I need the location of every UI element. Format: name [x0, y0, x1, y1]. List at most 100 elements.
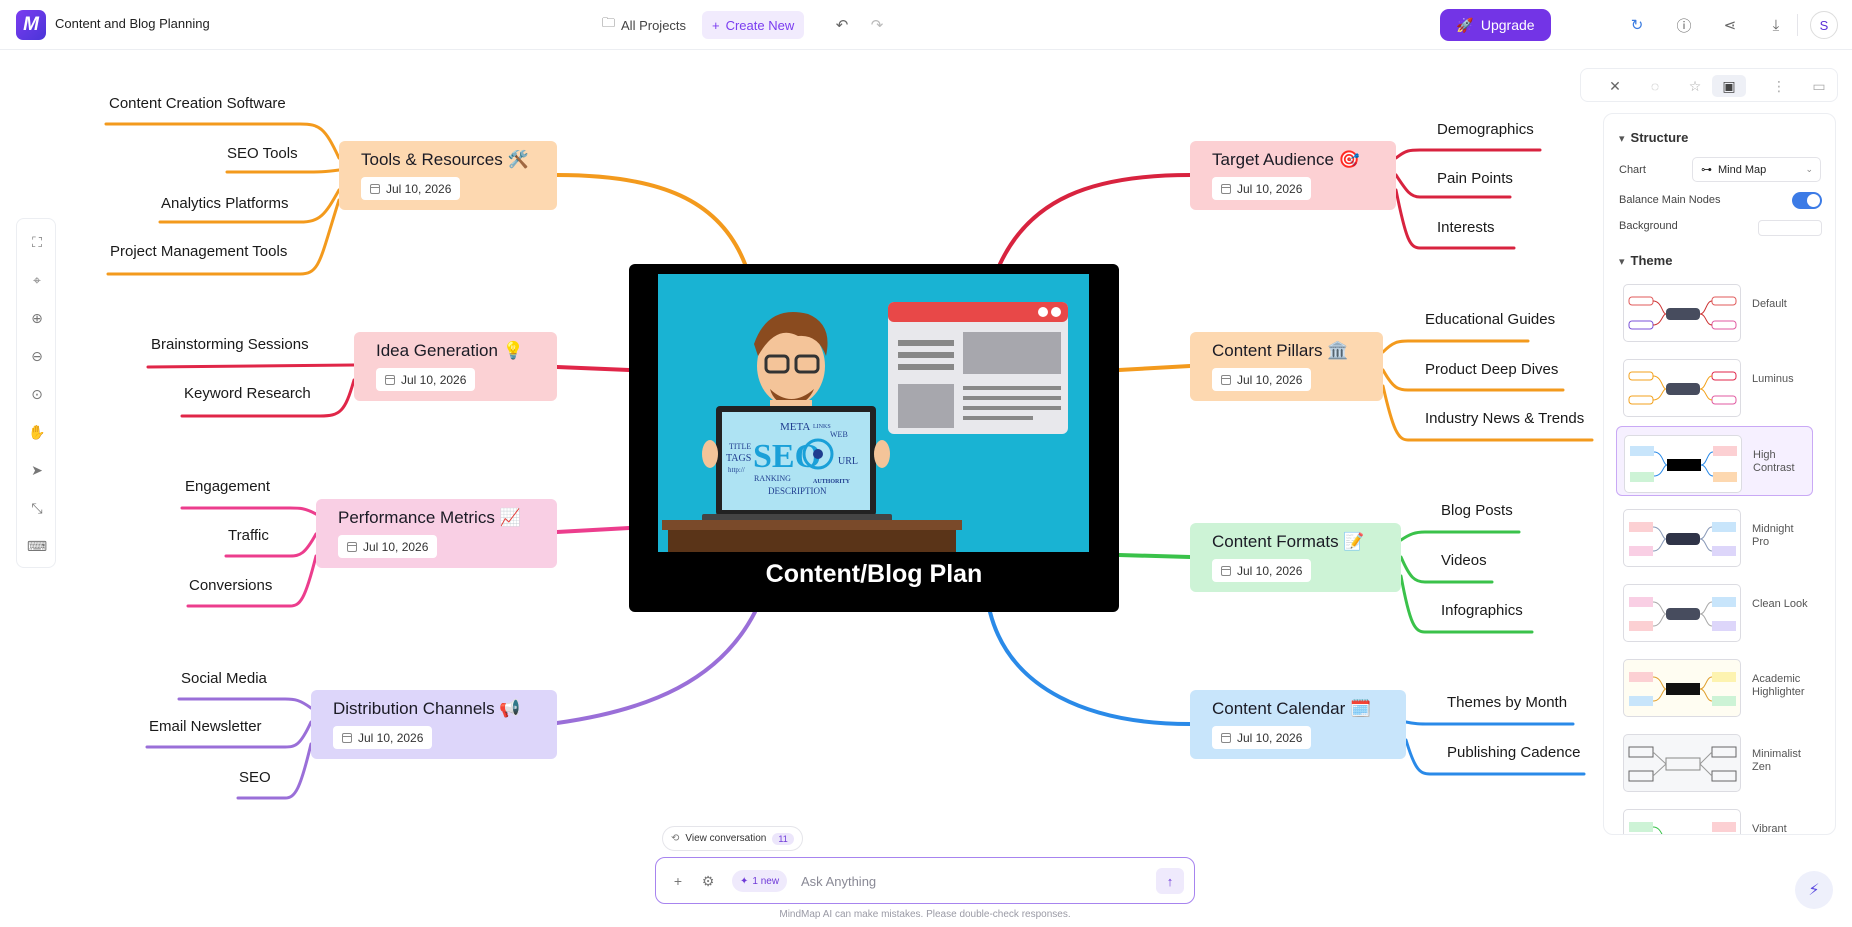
pointer-select-icon[interactable]: ➤ — [31, 461, 43, 478]
branch-link — [180, 378, 356, 418]
theme-clean-look[interactable]: Clean Look — [1616, 576, 1813, 646]
theme-name: Clean Look — [1752, 598, 1808, 610]
document-title[interactable]: Content and Blog Planning — [55, 16, 210, 31]
theme-default[interactable]: Default — [1616, 276, 1813, 346]
zoom-out-icon[interactable]: ⊖ — [31, 347, 43, 364]
layout-style-icon[interactable]: ▣ — [1712, 75, 1746, 97]
calendar-icon — [1221, 565, 1231, 576]
leaf-node[interactable]: Traffic — [228, 527, 269, 544]
main-node-idea-generation[interactable]: Idea Generation 💡 Jul 10, 2026 — [354, 332, 557, 401]
leaf-node[interactable]: Social Media — [181, 670, 267, 687]
leaf-node[interactable]: Demographics — [1437, 121, 1534, 138]
main-node-tools-resources[interactable]: Tools & Resources 🛠️ Jul 10, 2026 — [339, 141, 557, 210]
theme-midnight-pro[interactable]: Midnight Pro — [1616, 501, 1813, 571]
balance-toggle[interactable] — [1792, 192, 1822, 209]
branch-link — [1404, 720, 1575, 726]
fit-screen-icon[interactable]: ⛶ — [32, 233, 42, 250]
ask-anything-input[interactable] — [801, 870, 1101, 892]
chart-type-value: Mind Map — [1718, 163, 1767, 176]
seo-word: LINKS — [813, 424, 831, 430]
leaf-node[interactable]: SEO Tools — [227, 145, 298, 162]
theme-name: Luminus — [1752, 373, 1794, 385]
leaf-node[interactable]: Conversions — [189, 577, 273, 594]
background-color-swatch[interactable] — [1758, 220, 1822, 236]
palette-icon[interactable]: ◌ — [1650, 78, 1660, 94]
share-icon[interactable]: ⋖ — [1723, 17, 1737, 34]
all-projects-button[interactable]: 🗀 All Projects — [592, 11, 696, 39]
keyboard-icon[interactable]: ⌨ — [26, 537, 48, 554]
quick-action-button[interactable]: ⚡ — [1795, 871, 1833, 909]
leaf-node[interactable]: Email Newsletter — [149, 718, 262, 735]
settings-sliders-icon[interactable]: ⚙ — [701, 872, 715, 889]
upgrade-button[interactable]: 🚀 Upgrade — [1440, 9, 1551, 41]
theme-name: Minimalist Zen — [1752, 748, 1801, 773]
background-label: Background — [1619, 220, 1678, 232]
theme-luminus[interactable]: Luminus — [1616, 351, 1813, 421]
hand-pan-icon[interactable]: ✋ — [28, 423, 46, 440]
sync-icon[interactable]: ↻ — [1630, 17, 1644, 34]
central-node[interactable]: META LINKS WEB TITLE TAGS SEO URL http:/… — [629, 264, 1119, 612]
main-node-content-formats[interactable]: Content Formats 📝 Jul 10, 2026 — [1190, 523, 1401, 592]
theme-section-title[interactable]: Theme — [1619, 253, 1673, 268]
branch-link — [1394, 173, 1512, 199]
leaf-node[interactable]: Project Management Tools — [110, 243, 288, 260]
collapse-icon[interactable]: ⤡ — [31, 499, 43, 516]
star-icon[interactable]: ☆ — [1688, 77, 1702, 94]
download-icon[interactable]: ⤓ — [1772, 16, 1780, 34]
view-conversation-button[interactable]: ⟲ View conversation 11 — [662, 826, 803, 851]
leaf-node[interactable]: Engagement — [185, 478, 271, 495]
chart-type-select[interactable]: ⊶ Mind Map ⌄ — [1692, 157, 1821, 182]
theme-academic-highlighter[interactable]: Academic Highlighter — [1616, 651, 1813, 721]
structure-section-title[interactable]: Structure — [1619, 130, 1689, 145]
main-node-content-pillars[interactable]: Content Pillars 🏛️ Jul 10, 2026 — [1190, 332, 1383, 401]
node-title: Performance Metrics 📈 — [338, 508, 521, 527]
add-attachment-icon[interactable]: + — [673, 873, 683, 889]
zoom-reset-icon[interactable]: ⊙ — [31, 385, 43, 402]
main-node-content-calendar[interactable]: Content Calendar 🗓️ Jul 10, 2026 — [1190, 690, 1406, 759]
main-node-distribution-channels[interactable]: Distribution Channels 📢 Jul 10, 2026 — [311, 690, 557, 759]
leaf-node[interactable]: Educational Guides — [1425, 311, 1556, 328]
send-button[interactable]: ↑ — [1156, 868, 1184, 894]
leaf-node[interactable]: Industry News & Trends — [1425, 410, 1585, 427]
main-node-target-audience[interactable]: Target Audience 🎯 Jul 10, 2026 — [1190, 141, 1396, 210]
zoom-in-icon[interactable]: ⊕ — [31, 309, 43, 326]
user-avatar[interactable]: S — [1810, 11, 1838, 39]
leaf-node[interactable]: SEO — [239, 769, 271, 786]
ai-disclaimer: MindMap AI can make mistakes. Please dou… — [779, 909, 1071, 920]
seo-word: AUTHORITY — [813, 479, 851, 485]
create-new-button[interactable]: + Create New — [702, 11, 805, 39]
branch-link — [1381, 368, 1565, 392]
leaf-node[interactable]: Blog Posts — [1441, 502, 1513, 519]
leaf-node[interactable]: Product Deep Dives — [1425, 361, 1559, 378]
theme-minimalist-zen[interactable]: Minimalist Zen — [1616, 726, 1813, 796]
leaf-node[interactable]: Keyword Research — [184, 385, 311, 402]
main-node-performance-metrics[interactable]: Performance Metrics 📈 Jul 10, 2026 — [316, 499, 557, 568]
leaf-node[interactable]: Videos — [1441, 552, 1487, 569]
leaf-node[interactable]: Analytics Platforms — [161, 195, 289, 212]
leaf-node[interactable]: Infographics — [1441, 602, 1523, 619]
chat-box: + ⚙ ✦ 1 new ↑ — [655, 857, 1195, 904]
branch-link — [158, 188, 341, 224]
theme-high-contrast[interactable]: High Contrast — [1616, 426, 1813, 496]
folder-icon[interactable]: ▭ — [1812, 77, 1826, 94]
new-message-badge[interactable]: ✦ 1 new — [732, 870, 788, 892]
branch-link — [998, 173, 1192, 266]
leaf-node[interactable]: Themes by Month — [1447, 694, 1568, 711]
tree-icon[interactable]: ⋮ — [1772, 77, 1786, 94]
center-focus-icon[interactable]: ⌖ — [33, 271, 41, 288]
leaf-node[interactable]: Publishing Cadence — [1447, 744, 1581, 761]
help-icon[interactable]: ⓘ — [1676, 17, 1692, 35]
close-icon[interactable]: ✕ — [1609, 77, 1621, 94]
theme-vibrant[interactable]: Vibrant — [1616, 801, 1813, 834]
app-logo[interactable]: M — [16, 10, 46, 40]
undo-icon[interactable]: ↶ — [835, 17, 849, 34]
redo-icon[interactable]: ↷ — [870, 17, 884, 34]
calendar-icon — [385, 374, 395, 385]
leaf-node[interactable]: Pain Points — [1437, 170, 1513, 187]
leaf-node[interactable]: Content Creation Software — [109, 95, 286, 112]
leaf-node[interactable]: Interests — [1437, 219, 1495, 236]
leaf-node[interactable]: Brainstorming Sessions — [151, 336, 309, 353]
seo-word: WEB — [830, 430, 848, 439]
calendar-icon — [342, 732, 352, 743]
